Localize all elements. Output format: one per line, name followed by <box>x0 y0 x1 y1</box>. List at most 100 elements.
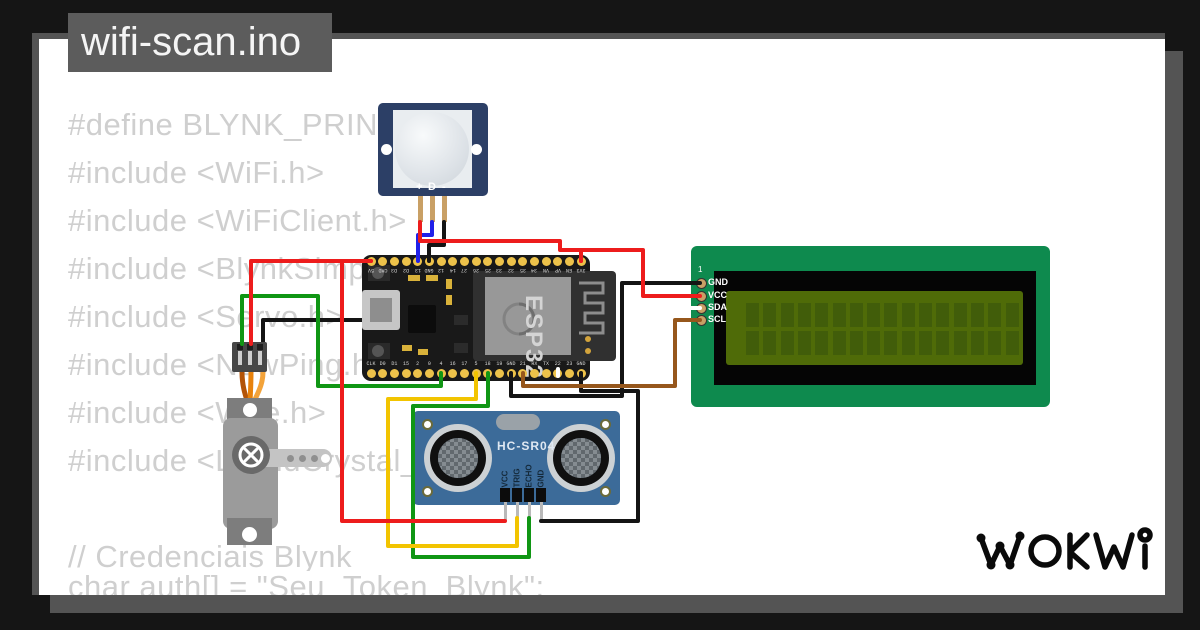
esp32-pin-clk[interactable] <box>366 368 376 378</box>
pir-mount-hole <box>381 144 392 155</box>
lcd-character-cell <box>849 331 863 355</box>
lcd-pin-label: SDA <box>708 302 728 312</box>
pir-mount-hole <box>471 144 482 155</box>
lcd-character-cell <box>919 303 932 327</box>
esp32-pin-rx[interactable] <box>529 368 539 378</box>
esp32-pin-vp[interactable] <box>553 256 563 266</box>
lcd-character-cell <box>832 331 846 355</box>
lcd-character-cell <box>867 303 881 327</box>
esp32-pin-22[interactable] <box>553 368 563 378</box>
esp32-pin-16[interactable] <box>448 368 458 378</box>
esp32-pin-25[interactable] <box>483 256 493 266</box>
lcd-pin-label: VCC <box>708 290 728 300</box>
pir-motion-sensor[interactable]: + D - <box>378 103 488 222</box>
esp32-pin-0[interactable] <box>424 368 434 378</box>
lcd-character-cell <box>867 331 881 355</box>
lcd-character-cell <box>936 331 950 355</box>
esp32-pin-tx[interactable] <box>541 368 551 378</box>
code-preview-last-line: char auth[] = "Seu_Token_Blynk"; <box>68 569 545 595</box>
wokwi-logo <box>976 527 1153 570</box>
lcd-pin-label: SCL <box>708 314 726 324</box>
hcsr04-pin-label: GND <box>536 469 546 488</box>
esp32-pin-12[interactable] <box>436 256 446 266</box>
esp32-pin-23[interactable] <box>564 368 574 378</box>
esp32-pin-32[interactable] <box>506 256 516 266</box>
esp32-pin-d0[interactable] <box>378 368 388 378</box>
lcd-character-cell <box>780 303 794 327</box>
esp32-pin-27[interactable] <box>459 256 469 266</box>
hcsr04-pin-label: ECHO <box>524 464 534 488</box>
esp32-pin-34[interactable] <box>529 256 539 266</box>
esp32-pin-5[interactable] <box>471 368 481 378</box>
esp32-pin-33[interactable] <box>494 256 504 266</box>
esp32-pin-d3[interactable] <box>389 256 399 266</box>
hcsr04-pin-stub <box>539 502 543 521</box>
sketch-title: wifi-scan.ino <box>68 13 332 72</box>
esp32-pin-19[interactable] <box>494 368 504 378</box>
hcsr04-pin-label: VCC <box>500 470 510 488</box>
esp32-pin-5v[interactable] <box>366 256 376 266</box>
esp32-pin-13[interactable] <box>413 256 423 266</box>
hcsr04-pin-label: TRIG <box>512 468 522 488</box>
pir-dome-lens <box>395 112 469 186</box>
esp32-pin-gnd[interactable] <box>506 368 516 378</box>
lcd1602-display[interactable]: 1 GND VCC SDA SCL <box>691 246 1050 407</box>
lcd-character-cell <box>953 331 967 355</box>
esp32-pin-4[interactable] <box>436 368 446 378</box>
lcd-character-cell <box>970 303 984 327</box>
esp32-pin-d2[interactable] <box>401 256 411 266</box>
hcsr04-pin-gnd[interactable] <box>536 488 546 502</box>
lcd-pin-scl[interactable] <box>696 315 707 326</box>
lcd-character-cell <box>797 303 811 327</box>
lcd-character-cell <box>1005 303 1019 327</box>
boot-button[interactable] <box>368 343 390 359</box>
servo-flange-hole <box>243 403 257 417</box>
lcd-character-cell <box>1005 331 1019 355</box>
esp32-pin-label: GND <box>576 361 586 367</box>
esp32-pin-2[interactable] <box>413 368 423 378</box>
esp32-pin-18[interactable] <box>483 368 493 378</box>
lcd-pin-sda[interactable] <box>696 303 707 314</box>
crystal-oscillator <box>496 414 540 430</box>
lcd-screen <box>726 291 1023 365</box>
hcsr04-pin-echo[interactable] <box>524 488 534 502</box>
esp32-pin-vn[interactable] <box>541 256 551 266</box>
hcsr04-label: HC-SR04 <box>497 439 556 453</box>
lcd-pin-vcc[interactable] <box>696 291 707 302</box>
lcd-character-cell <box>763 331 777 355</box>
lcd-character-cell <box>936 303 950 327</box>
esp32-pin-3v3[interactable] <box>576 256 586 266</box>
esp32-pin-15[interactable] <box>401 368 411 378</box>
code-line: #include <WiFiClient.h> <box>68 203 407 238</box>
esp32-pin-21[interactable] <box>518 368 528 378</box>
pir-pin <box>442 196 447 222</box>
lcd-pin-gnd[interactable] <box>696 278 707 289</box>
esp32-pin-14[interactable] <box>448 256 458 266</box>
lcd-pin1-label: 1 <box>698 265 703 274</box>
esp32-pin-d1[interactable] <box>389 368 399 378</box>
lcd-character-cell <box>849 303 863 327</box>
hcsr04-pin-vcc[interactable] <box>500 488 510 502</box>
lcd-character-cell <box>884 303 898 327</box>
esp32-pin-en[interactable] <box>564 256 574 266</box>
antenna-trace <box>579 281 605 335</box>
servo-motor[interactable] <box>219 339 379 549</box>
esp32-pin-17[interactable] <box>459 368 469 378</box>
servo-hub-screw <box>238 442 264 468</box>
esp32-pin-gnd[interactable] <box>424 256 434 266</box>
pir-minus-label: - <box>442 181 446 193</box>
diagram-canvas: #define BLYNK_PRINT Serial#include <WiFi… <box>32 33 1165 595</box>
hcsr04-pin-stub <box>527 502 531 521</box>
esp32-pin-26[interactable] <box>471 256 481 266</box>
hcsr04-pin-trig[interactable] <box>512 488 522 502</box>
esp32-pin-35[interactable] <box>518 256 528 266</box>
esp32-wroom-module: ESP32 <box>473 271 616 380</box>
esp32-pin-cmd[interactable] <box>378 256 388 266</box>
esp32-silkscreen-label: ESP32 <box>520 295 547 380</box>
pir-pin <box>418 196 423 222</box>
esp32-pin-gnd[interactable] <box>576 368 586 378</box>
lcd-pin-label: GND <box>708 277 728 287</box>
lcd-character-cell <box>815 303 829 327</box>
